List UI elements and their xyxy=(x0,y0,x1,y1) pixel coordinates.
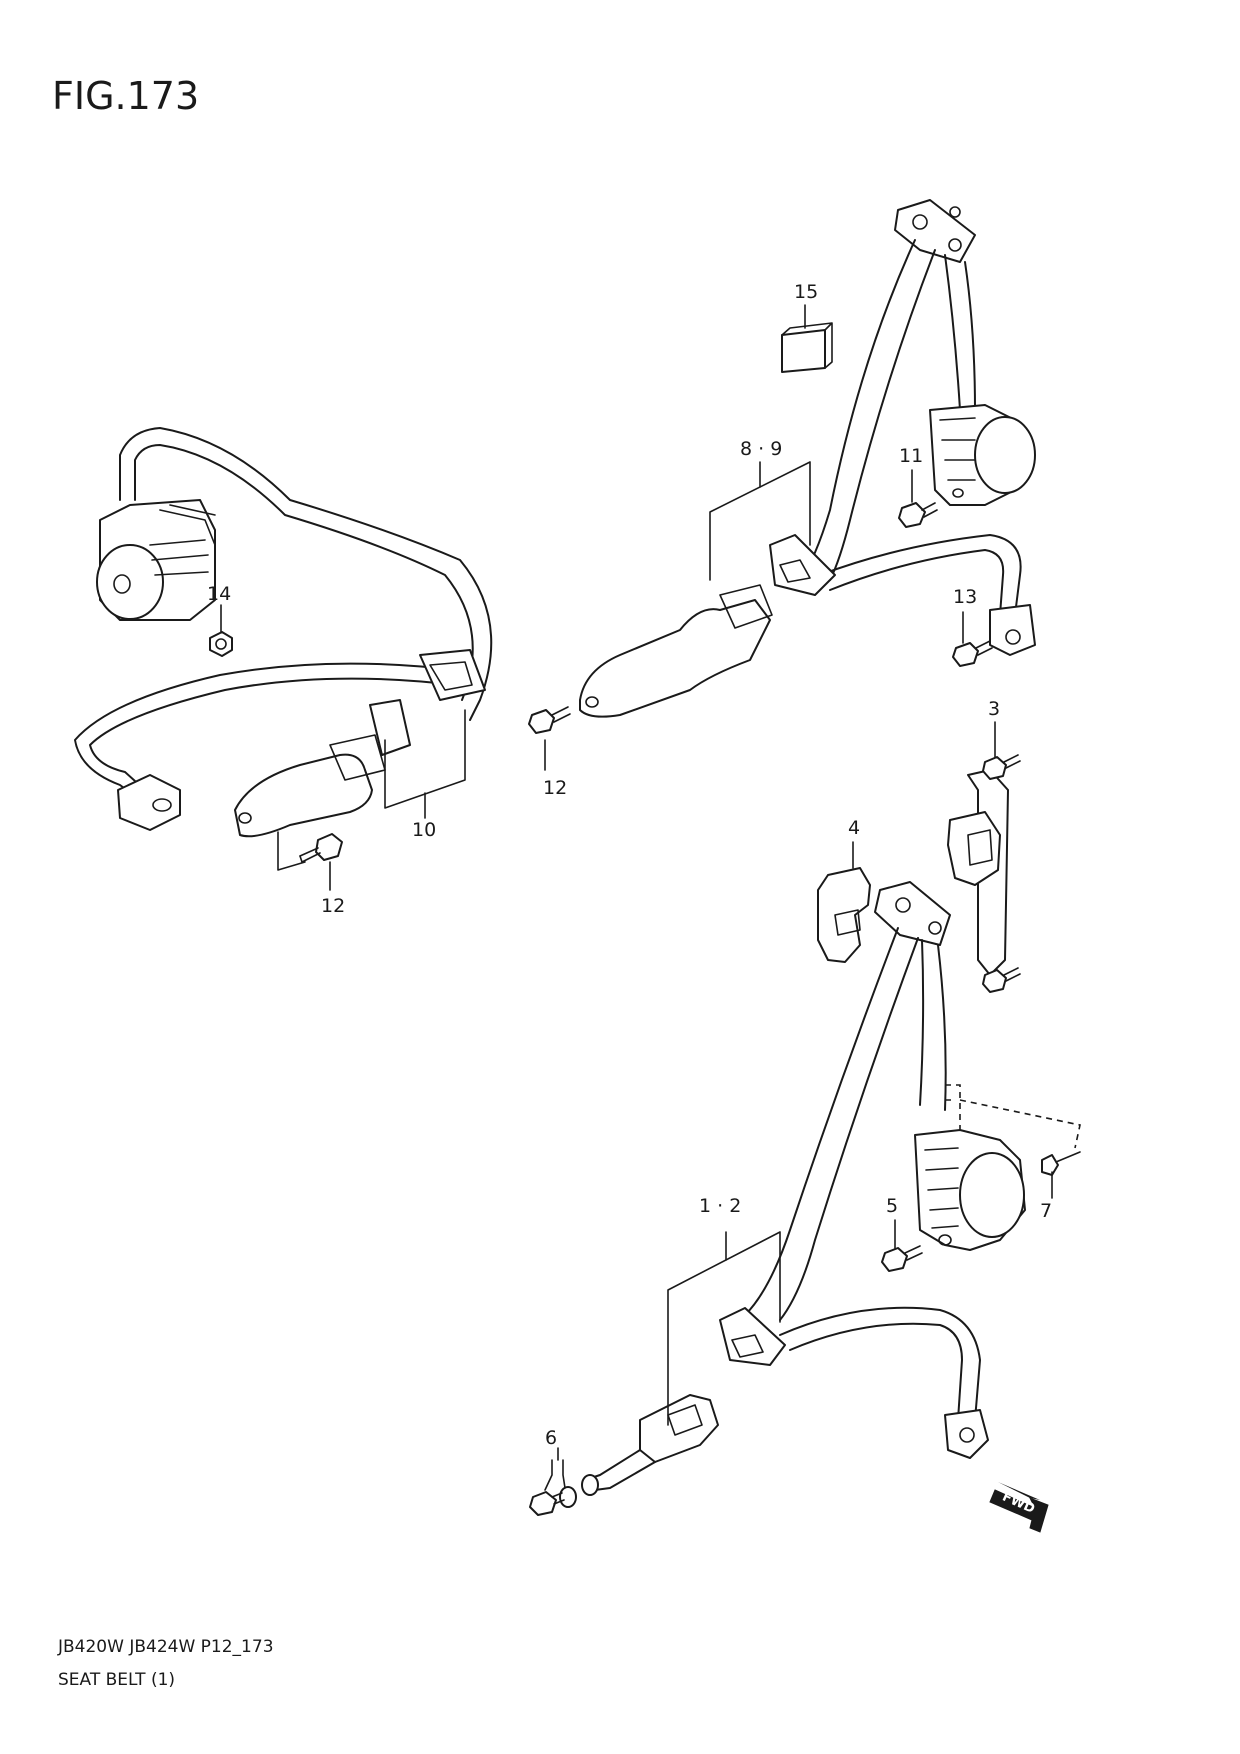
lower-retractor-spool xyxy=(959,1152,1025,1238)
rear-d-ring xyxy=(419,649,486,701)
bolt-11-icon xyxy=(898,502,938,528)
washer-6-icon xyxy=(559,1486,577,1508)
callout-12-right: 12 xyxy=(543,777,567,799)
callout-15: 15 xyxy=(794,281,818,303)
figure-title: FIG.173 xyxy=(52,74,200,118)
lower-d-ring xyxy=(719,1307,786,1366)
part-15-pad xyxy=(781,329,826,373)
bolt-3-lower-icon xyxy=(982,967,1021,993)
nut-14-icon xyxy=(209,631,233,657)
bolt-3-icon xyxy=(982,754,1021,780)
callout-4: 4 xyxy=(848,817,860,839)
rear-seat-belt-assembly xyxy=(74,427,493,891)
upper-buckle xyxy=(579,599,771,718)
footer-model-line: JB420W JB424W P12_173 xyxy=(58,1637,274,1657)
upper-top-anchor xyxy=(894,199,976,263)
callout-11: 11 xyxy=(899,445,923,467)
rear-tongue-plate xyxy=(369,699,411,756)
bolt-6-icon xyxy=(529,1491,565,1516)
height-adjuster-slider xyxy=(947,811,1001,886)
front-seat-belt-assembly xyxy=(529,721,1081,1516)
bolt-13-icon xyxy=(952,640,993,667)
callout-14: 14 xyxy=(207,583,231,605)
callout-10: 10 xyxy=(412,819,436,841)
fwd-arrow-icon: FWD xyxy=(989,1482,1049,1533)
rear-anchor-plate xyxy=(117,774,181,831)
lower-buckle xyxy=(639,1394,719,1463)
bolt-12-left-icon xyxy=(299,833,343,863)
lower-top-anchor xyxy=(874,881,951,946)
callout-7: 7 xyxy=(1040,1200,1052,1222)
cover-4 xyxy=(817,867,871,963)
center-seat-belt-assembly xyxy=(528,199,1036,771)
bolt-5-icon xyxy=(881,1245,923,1272)
callout-13: 13 xyxy=(953,586,977,608)
callout-8-9: 8 · 9 xyxy=(740,438,782,460)
bracket-1-2 xyxy=(667,1231,781,1426)
upper-retractor-spool xyxy=(974,416,1036,494)
footer-caption: SEAT BELT (1) xyxy=(58,1670,176,1690)
callout-6: 6 xyxy=(545,1427,557,1449)
callout-1-2: 1 · 2 xyxy=(699,1195,741,1217)
lower-buckle-end xyxy=(581,1474,599,1496)
callout-12-left: 12 xyxy=(321,895,345,917)
bolt-12-right-icon xyxy=(528,706,571,734)
callout-5: 5 xyxy=(886,1195,898,1217)
callout-3: 3 xyxy=(988,698,1000,720)
screw-7-icon xyxy=(1041,1151,1081,1176)
rear-buckle xyxy=(234,753,373,838)
lower-floor-anchor xyxy=(944,1409,989,1459)
